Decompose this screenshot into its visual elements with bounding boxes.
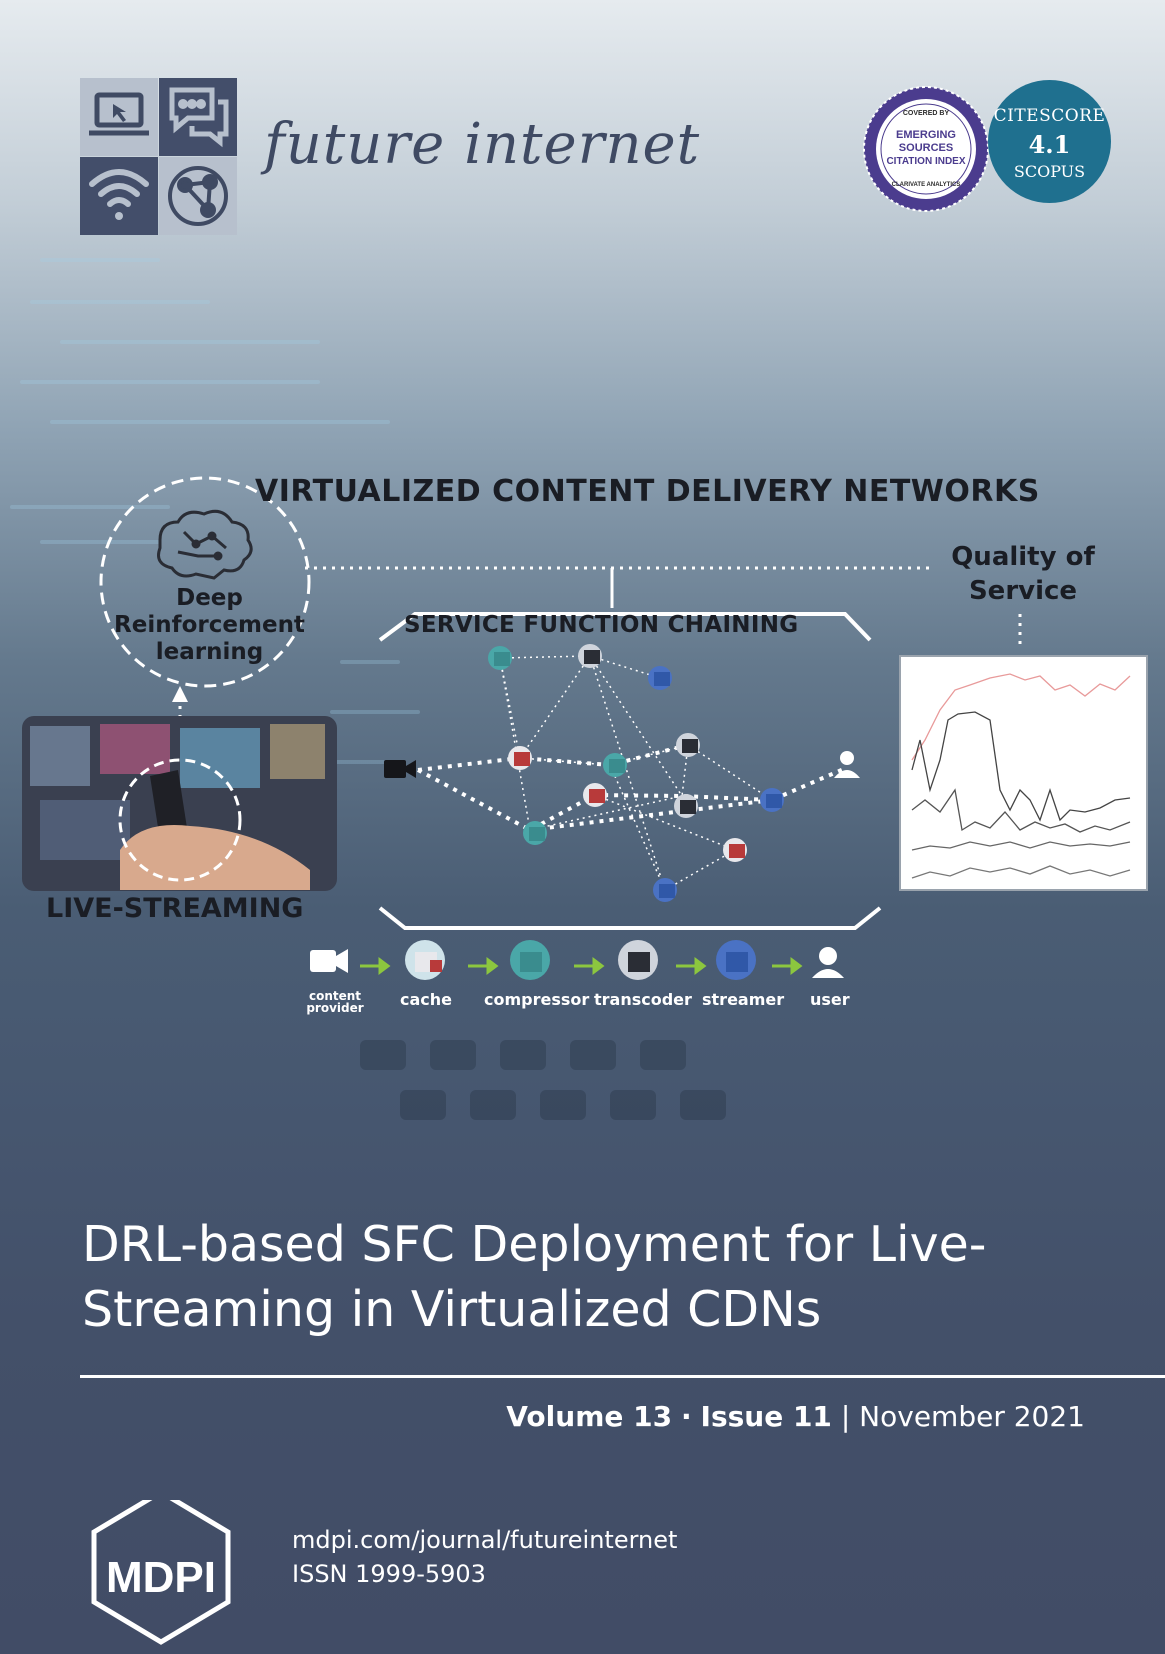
chain-compressor-label: compressor (484, 990, 590, 1009)
esci-top-text: COVERED BY (903, 110, 950, 117)
hand (120, 825, 310, 890)
bg-keyboard-key (470, 1090, 516, 1120)
server-node-icon (488, 646, 512, 670)
server-node-icon (508, 746, 532, 770)
qos-plot (899, 655, 1148, 891)
bg-keyboard-key (430, 1040, 476, 1070)
bg-keyboard-key (500, 1040, 546, 1070)
issue-line: Volume 13 · Issue 11 | November 2021 (506, 1400, 1085, 1433)
sfc-bottom-bracket (378, 906, 882, 930)
chain-user-icon (812, 947, 844, 978)
camera-icon (384, 760, 416, 778)
bg-keyboard-key (540, 1090, 586, 1120)
chain-provider-label: content provider (306, 989, 364, 1015)
sfc-top-bracket (378, 612, 872, 642)
user-icon (834, 751, 860, 778)
chain-streamer-icon (716, 940, 756, 980)
chain-cache-label: cache (400, 990, 453, 1009)
chain-compressor-icon (510, 940, 550, 980)
server-node-icon (603, 753, 627, 777)
chain-cache-icon (405, 940, 445, 980)
qos-plot-lines (911, 673, 1131, 879)
server-node-icon (583, 783, 607, 807)
chain-arrows (360, 957, 803, 975)
bg-code-line (10, 505, 170, 509)
issue-text: Issue 11 (700, 1400, 832, 1433)
bg-code-line (50, 420, 390, 424)
bg-code-line (40, 258, 160, 262)
esci-bottom-text: CLARIVATE ANALYTICS (892, 182, 961, 188)
bg-code-line (330, 710, 420, 714)
bg-code-line (20, 380, 320, 384)
server-node-icon (676, 733, 700, 757)
chain-transcoder-label: transcoder (594, 990, 692, 1009)
chain-streamer-label: streamer (702, 990, 785, 1009)
wifi-icon (89, 169, 149, 220)
bg-keyboard-key (400, 1090, 446, 1120)
title-divider (80, 1375, 1165, 1378)
sfc-label: SERVICE FUNCTION CHAINING (404, 612, 799, 638)
citescore-source: SCOPUS (1013, 162, 1086, 181)
figure-title: VIRTUALIZED CONTENT DELIVERY NETWORKS (255, 474, 1040, 509)
journal-logo (80, 78, 237, 235)
qos-label: Quality of Service (951, 542, 1095, 606)
esci-badge: COVERED BY EMERGING SOURCES CITATION IND… (863, 86, 989, 212)
citescore-badge: CITESCORE 4.1 SCOPUS (988, 80, 1111, 203)
network-globe-icon (168, 166, 228, 226)
bg-code-line (340, 660, 400, 664)
drl-circle (99, 476, 311, 688)
bg-keyboard-key (610, 1090, 656, 1120)
bg-code-line (30, 300, 210, 304)
chain-transcoder-icon (618, 940, 658, 980)
sfc-nodes (488, 644, 784, 902)
journal-name: future internet (264, 112, 701, 177)
server-node-icon (648, 666, 672, 690)
bg-code-line (40, 540, 160, 544)
issn-text: ISSN 1999-5903 (292, 1560, 486, 1588)
laptop-icon (89, 92, 149, 136)
bg-code-line (60, 340, 320, 344)
mdpi-logo: MDPI (91, 1500, 231, 1645)
esci-line3: CITATION INDEX (886, 156, 965, 167)
server-node-icon (523, 821, 547, 845)
issue-date: November 2021 (859, 1400, 1085, 1433)
journal-url[interactable]: mdpi.com/journal/futureinternet (292, 1526, 678, 1554)
bg-keyboard-key (640, 1040, 686, 1070)
bg-keyboard-key (680, 1090, 726, 1120)
esci-line2: SOURCES (899, 142, 953, 154)
sfc-main-path (417, 743, 847, 833)
chain-content-provider-icon (310, 949, 348, 973)
mdpi-logo-text: MDPI (106, 1553, 216, 1602)
server-node-icon (653, 878, 677, 902)
server-node-icon (760, 788, 784, 812)
chat-icon (169, 87, 229, 148)
sfc-graph-links (499, 655, 773, 891)
live-streaming-label: LIVE-STREAMING (46, 893, 304, 924)
brain-icon (157, 509, 253, 580)
issue-separator-bar: | (840, 1400, 851, 1433)
issue-separator-dot: · (680, 1400, 692, 1433)
chain-user-label: user (810, 990, 850, 1009)
bg-code-line (330, 760, 400, 764)
server-node-icon (674, 794, 698, 818)
esci-line1: EMERGING (896, 129, 956, 141)
server-node-icon (723, 838, 747, 862)
article-title: DRL-based SFC Deployment for Live-Stream… (82, 1216, 987, 1338)
volume-text: Volume 13 (506, 1400, 673, 1433)
drl-label: Deep Reinforcement learning (114, 585, 305, 665)
citescore-value: 4.1 (1028, 130, 1071, 159)
bg-keyboard-key (570, 1040, 616, 1070)
bg-keyboard-key (360, 1040, 406, 1070)
citescore-label: CITESCORE (993, 106, 1106, 126)
server-node-icon (578, 644, 602, 668)
